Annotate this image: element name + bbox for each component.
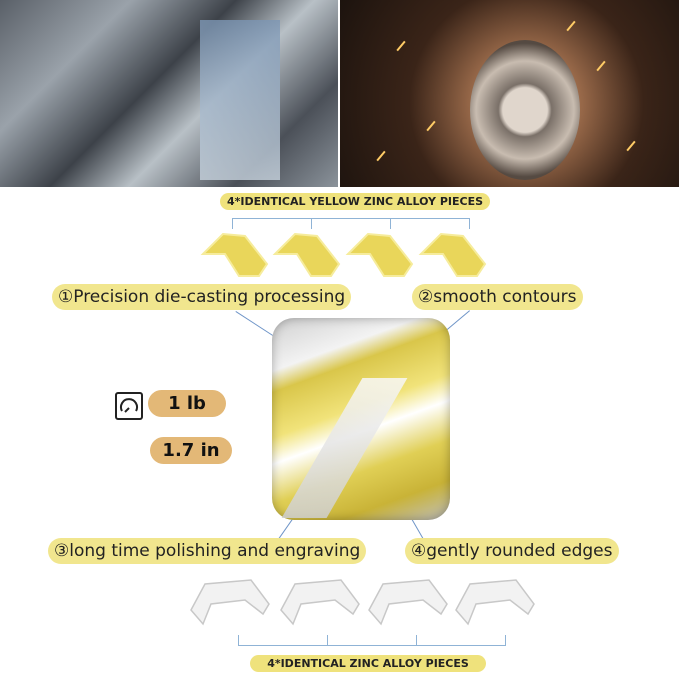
silver-band [281,378,408,518]
yellow-piece [418,232,487,277]
yellow-pieces-group [200,232,487,277]
gauge-icon [115,392,143,420]
bracket-tick [327,635,328,645]
yellow-piece [345,232,414,277]
silver-piece [368,579,448,626]
spark [376,150,386,162]
spark [596,60,606,72]
yellow-pieces-label: 4*IDENTICAL YELLOW ZINC ALLOY PIECES [220,193,490,210]
top-bracket [232,218,470,229]
weight-badge: 1 lb [148,390,226,417]
silver-pieces-label: 4*IDENTICAL ZINC ALLOY PIECES [250,655,486,672]
yellow-piece [272,232,341,277]
spark [626,140,636,152]
factory-machinery-photo [0,0,338,187]
yellow-piece [200,232,269,277]
grinding-sparks-photo [340,0,679,187]
grinding-disc [470,40,580,180]
silver-pieces-group [190,579,535,626]
spark [566,20,576,32]
silver-piece [190,579,270,626]
bottom-bracket [238,635,506,646]
bracket-tick [416,635,417,645]
bracket-tick [311,219,312,229]
feature-rounded-edges: ④gently rounded edges [405,538,619,564]
feature-precision-die-casting: ①Precision die-casting processing [52,284,352,310]
spark [426,120,436,132]
bracket-tick [390,219,391,229]
fidget-cube-image [272,318,450,520]
silver-piece [280,579,360,626]
feature-polishing-engraving: ③long time polishing and engraving [48,538,367,564]
feature-smooth-contours: ②smooth contours [412,284,583,310]
spark [396,40,406,52]
silver-piece [455,579,535,626]
size-badge: 1.7 in [150,437,232,464]
window-highlight [200,20,280,180]
